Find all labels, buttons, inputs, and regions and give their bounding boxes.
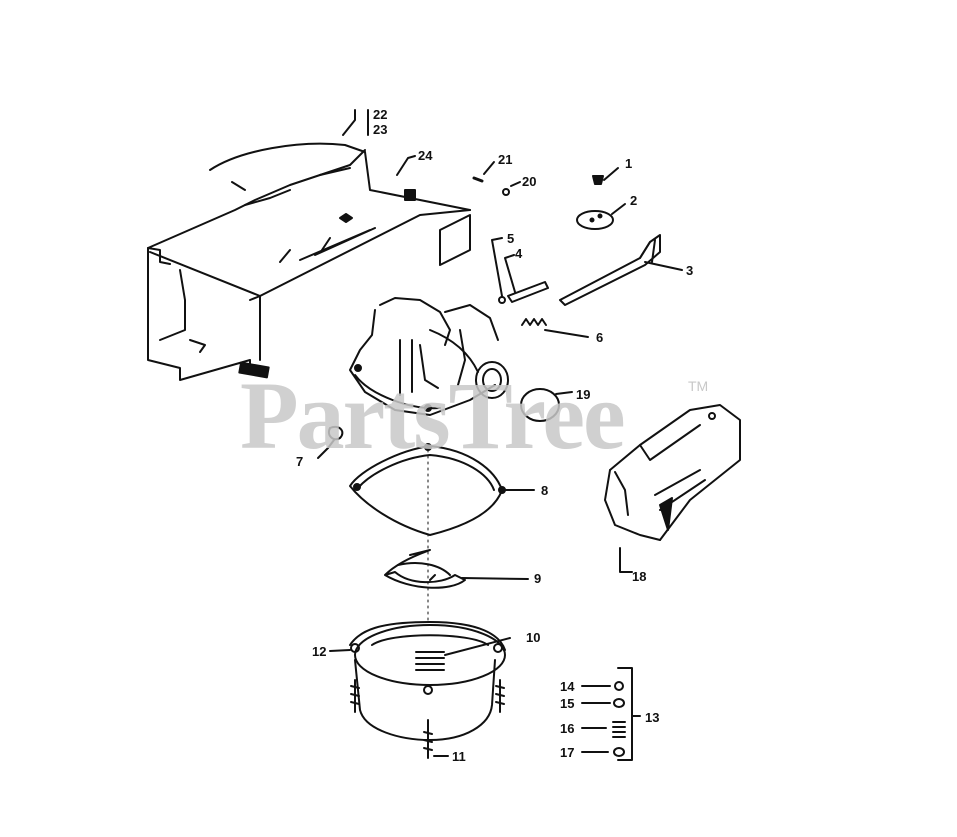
part-19-oring <box>520 388 573 422</box>
air-cleaner-housing <box>147 142 471 381</box>
callout-22: 22 <box>373 107 388 122</box>
part-20-nut <box>502 181 521 196</box>
callout-8: 8 <box>541 483 549 498</box>
callout-12: 12 <box>312 644 327 659</box>
callout-6: 6 <box>596 330 604 345</box>
part-4-pin <box>504 254 549 303</box>
part-6-spring <box>521 318 589 338</box>
part-11-screws <box>350 679 505 759</box>
callout-18: 18 <box>632 569 647 584</box>
callout-15: 15 <box>560 696 575 711</box>
part-1-screw <box>592 167 619 185</box>
part-21-pin <box>472 161 495 183</box>
partstree-watermark: PartsTree <box>240 362 626 469</box>
part-13-bracket <box>617 667 641 761</box>
callout-20: 20 <box>522 174 537 189</box>
callout-11: 11 <box>452 749 466 764</box>
parts-14-17 <box>581 681 626 757</box>
carburetor-body <box>349 297 509 416</box>
callout-2: 2 <box>630 193 638 208</box>
callout-16: 16 <box>560 721 575 736</box>
part-8-gasket <box>349 443 535 621</box>
leader-22-23 <box>342 109 356 136</box>
callout-14: 14 <box>560 679 575 694</box>
callout-13: 13 <box>645 710 660 725</box>
callout-7: 7 <box>296 454 304 469</box>
callout-19: 19 <box>576 387 591 402</box>
callout-24: 24 <box>418 148 433 163</box>
part-12-bowl <box>329 621 506 741</box>
watermark-trademark: TM <box>688 378 709 394</box>
leader-24 <box>396 155 416 176</box>
callout-10: 10 <box>526 630 541 645</box>
part-10-spring <box>415 637 511 671</box>
part-3-shaft <box>559 234 683 306</box>
callout-21: 21 <box>498 152 513 167</box>
part-7-clip <box>317 426 344 459</box>
callout-17: 17 <box>560 745 575 760</box>
part-2-disc <box>576 203 626 230</box>
callout-3: 3 <box>686 263 694 278</box>
callout-5: 5 <box>507 231 515 246</box>
part-9-plate <box>384 549 529 589</box>
callout-4: 4 <box>515 246 523 261</box>
callout-23: 23 <box>373 122 388 137</box>
part-18-cover <box>604 404 741 573</box>
part-5-washer <box>491 237 506 304</box>
callout-9: 9 <box>534 571 542 586</box>
callout-1: 1 <box>625 156 633 171</box>
